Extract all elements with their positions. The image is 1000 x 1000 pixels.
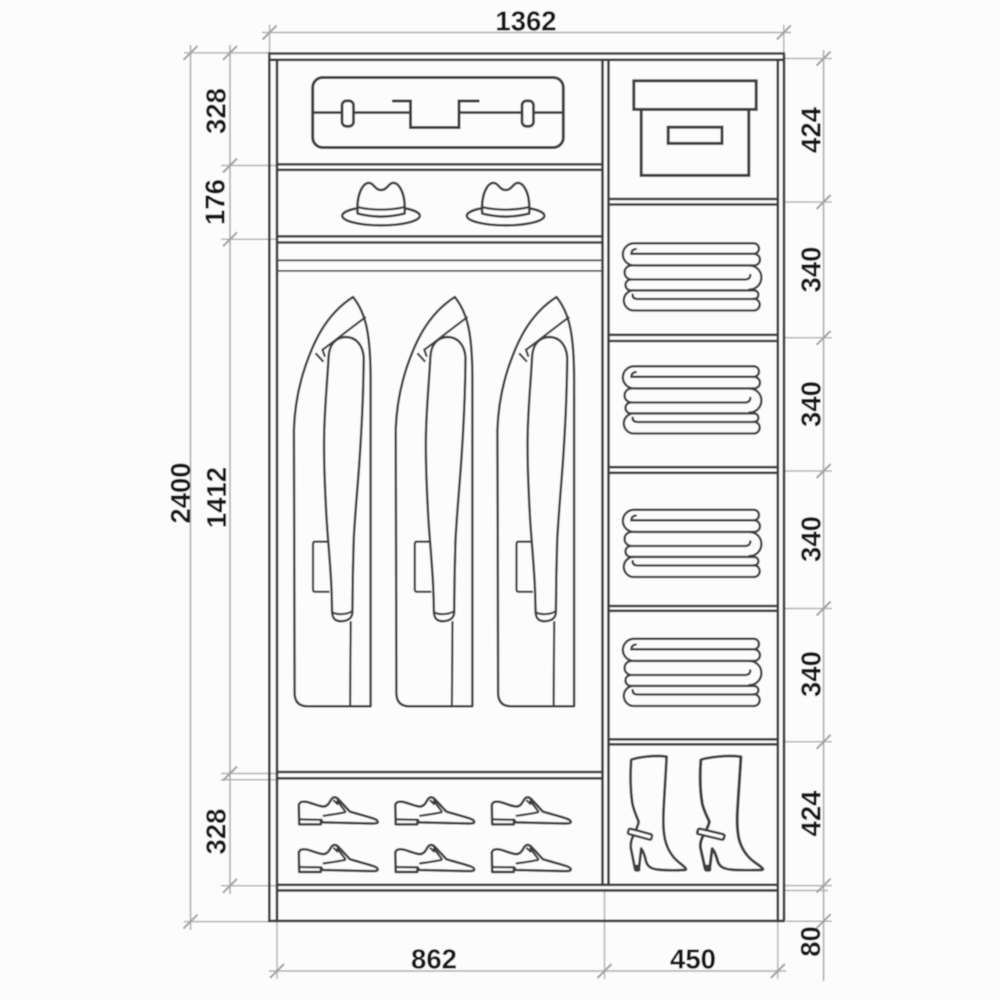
- svg-text:862: 862: [411, 944, 457, 975]
- svg-text:328: 328: [201, 88, 232, 134]
- svg-text:2400: 2400: [165, 462, 196, 523]
- svg-text:340: 340: [795, 516, 826, 562]
- svg-text:450: 450: [670, 944, 716, 975]
- svg-text:328: 328: [201, 809, 232, 855]
- svg-text:340: 340: [795, 381, 826, 427]
- svg-text:1362: 1362: [495, 6, 556, 37]
- svg-text:340: 340: [795, 247, 826, 293]
- svg-text:424: 424: [795, 106, 826, 153]
- svg-text:176: 176: [200, 179, 231, 225]
- svg-text:340: 340: [795, 651, 826, 697]
- svg-text:424: 424: [795, 790, 826, 837]
- svg-text:80: 80: [795, 926, 826, 957]
- svg-text:1412: 1412: [201, 467, 232, 528]
